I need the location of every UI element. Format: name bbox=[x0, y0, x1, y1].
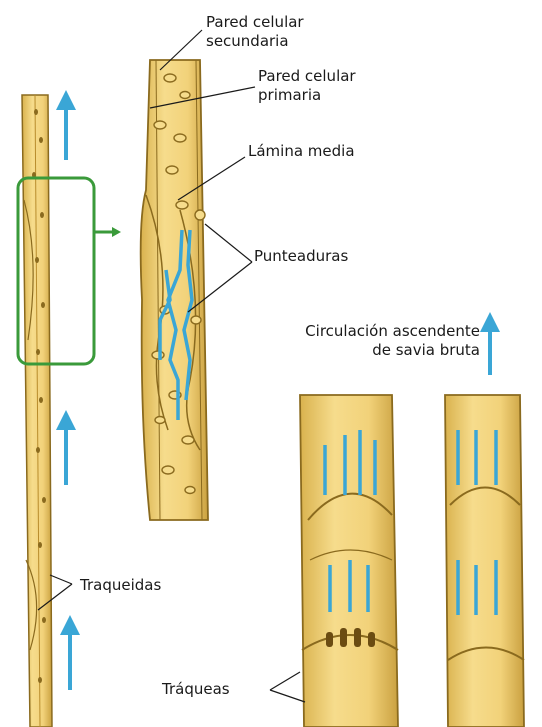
label-pared-secundaria: Pared celular secundaria bbox=[206, 13, 304, 51]
label-traqueidas: Traqueidas bbox=[80, 576, 161, 595]
tracheid-strand bbox=[22, 95, 52, 727]
label-pared-primaria: Pared celular primaria bbox=[258, 67, 356, 105]
tracheid-zoom bbox=[141, 60, 208, 520]
vessel-element-left bbox=[300, 395, 398, 727]
vessel-element-right bbox=[445, 395, 524, 727]
label-traqueas: Tráqueas bbox=[162, 680, 230, 699]
label-punteaduras: Punteaduras bbox=[254, 247, 348, 266]
label-lamina-media: Lámina media bbox=[248, 142, 355, 161]
label-circulacion: Circulación ascendente de savia bruta bbox=[232, 322, 480, 360]
sap-flow-arrows-left bbox=[66, 100, 70, 690]
